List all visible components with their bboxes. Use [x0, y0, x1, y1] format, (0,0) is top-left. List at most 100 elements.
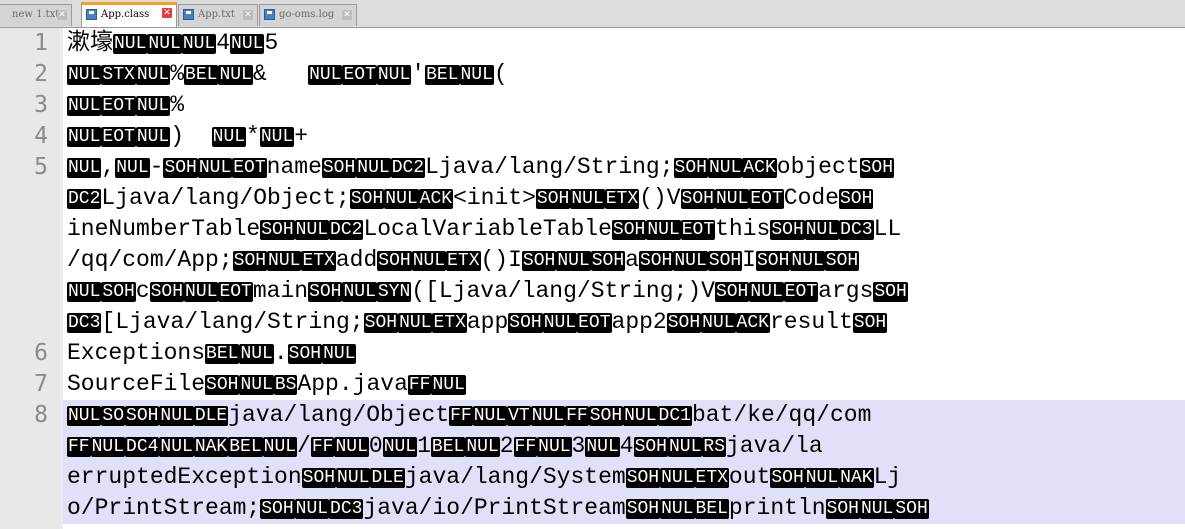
control-char-marker: EOT	[783, 282, 819, 302]
control-char-marker: NUL	[342, 282, 377, 302]
control-char-marker: EOT	[232, 158, 267, 178]
file-icon	[264, 9, 275, 20]
control-char-marker: ETX	[446, 251, 481, 271]
control-char-marker: DC1	[657, 406, 692, 426]
code-segment: name	[266, 154, 322, 180]
control-char-marker: NUL	[804, 220, 840, 240]
code-segment: 3	[571, 433, 586, 459]
control-char-marker: SOH	[714, 282, 750, 302]
control-char-marker: NUL	[570, 189, 605, 209]
code-segment: /	[297, 433, 311, 459]
control-char-marker: NUL	[135, 65, 171, 85]
close-icon[interactable]: ✕	[57, 10, 67, 20]
control-char-marker: DC2	[329, 220, 364, 240]
control-char-marker: NUL	[211, 127, 247, 147]
control-char-marker: NUL	[67, 406, 102, 426]
control-char-marker: SOH	[673, 158, 708, 178]
code-segment: *	[246, 123, 260, 149]
code-segment: 0	[368, 433, 383, 459]
control-char-marker: DLE	[193, 406, 229, 426]
code-segment: erruptedException	[67, 464, 302, 490]
control-char-marker: NUL	[135, 127, 171, 147]
control-char-marker: SOH	[163, 158, 198, 178]
control-char-marker: FF	[513, 437, 538, 457]
control-char-marker: SOH	[894, 499, 929, 519]
control-char-marker: NUL	[294, 220, 330, 240]
code-segment: bat/ke/qq/com	[691, 402, 872, 428]
control-char-marker: SOH	[755, 251, 791, 271]
control-char-marker: NUL	[159, 437, 194, 457]
control-char-marker: NUL	[67, 282, 102, 302]
control-char-marker: FF	[67, 437, 91, 457]
tab-go-oms-log[interactable]: go-oms.log ✕	[259, 4, 357, 26]
control-char-marker: SOH	[535, 189, 571, 209]
code-segment: Code	[783, 185, 839, 211]
control-char-marker: SOH	[521, 251, 557, 271]
control-char-marker: NUL	[749, 282, 784, 302]
close-icon[interactable]: ✕	[243, 10, 253, 20]
control-char-marker: NUL	[431, 375, 466, 395]
line-number: 6	[34, 340, 48, 366]
code-segment: ()V	[639, 185, 681, 211]
control-char-marker: NUL	[623, 406, 658, 426]
code-segment: println	[728, 495, 826, 521]
control-char-marker: NUL	[859, 499, 895, 519]
control-char-marker: NUL	[673, 251, 708, 271]
control-char-marker: NUL	[67, 158, 102, 178]
code-segment: (	[493, 61, 508, 87]
control-char-marker: VT	[507, 406, 531, 426]
tab-app-txt[interactable]: App.txt ✕	[178, 4, 258, 26]
control-char-marker: EOT	[577, 313, 612, 333]
code-segment: 4	[619, 433, 634, 459]
code-segment: -	[149, 154, 164, 180]
tab-label: App.class	[101, 9, 150, 20]
tab-app-class[interactable]: App.class ✕	[81, 2, 177, 27]
control-char-marker: NUL	[459, 65, 494, 85]
close-icon[interactable]: ✕	[342, 10, 352, 20]
control-char-marker: FF	[565, 406, 589, 426]
control-char-marker: NUL	[384, 189, 419, 209]
code-segment: Lj	[873, 464, 902, 490]
code-segment: Exceptions	[67, 340, 206, 366]
close-icon[interactable]: ✕	[162, 8, 172, 18]
control-char-marker: SOH	[301, 468, 337, 488]
control-char-marker: NUL	[542, 313, 578, 333]
code-segment: ()I	[480, 247, 522, 273]
control-char-marker: STX	[101, 65, 136, 85]
tab-new-1-txt[interactable]: new 1.txt ✕	[0, 4, 72, 26]
line-number: 4	[34, 123, 48, 149]
control-char-marker: FF	[449, 406, 473, 426]
control-char-marker: SOH	[625, 499, 661, 519]
control-char-marker: SOH	[125, 406, 160, 426]
control-char-marker: BEL	[425, 65, 460, 85]
code-segment: App.java	[297, 371, 408, 397]
control-char-marker: BEL	[430, 437, 466, 457]
control-char-marker: NUL	[701, 313, 736, 333]
control-char-marker: EOT	[749, 189, 784, 209]
control-char-marker: SOH	[588, 406, 624, 426]
control-char-marker: SOH	[770, 220, 805, 240]
control-char-marker: NUL	[667, 437, 703, 457]
